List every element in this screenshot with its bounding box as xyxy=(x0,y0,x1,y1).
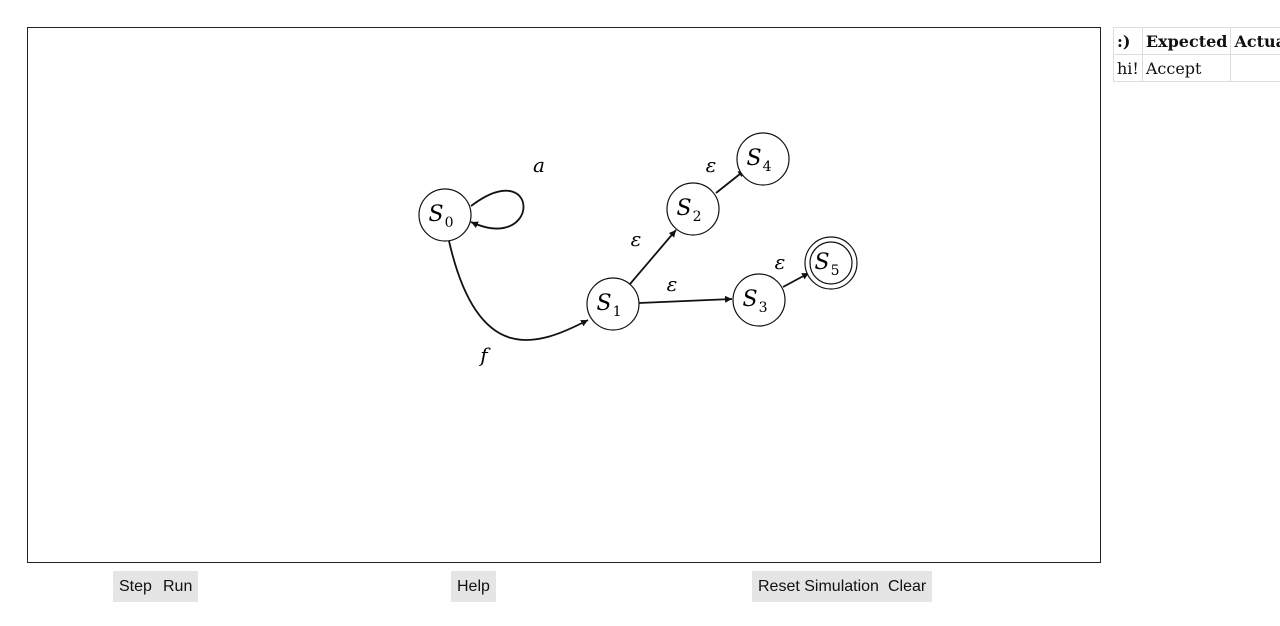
test-expected-cell[interactable]: Accept xyxy=(1141,54,1232,82)
test-cases-table: :) Expected Actual hi! Accept xyxy=(1113,27,1280,82)
state-label: S1 xyxy=(597,291,622,320)
edge-s1-s2[interactable]: ε xyxy=(629,227,677,285)
state-circle[interactable] xyxy=(736,132,790,186)
state-circle[interactable] xyxy=(586,277,640,331)
transition-label[interactable]: ε xyxy=(775,250,786,274)
state-s3[interactable]: S3 xyxy=(732,273,786,327)
state-s1[interactable]: S1 xyxy=(586,277,640,331)
status-header: :) xyxy=(1113,27,1143,55)
test-table-header: :) Expected Actual xyxy=(1113,27,1280,55)
edge-s0-s0[interactable]: a xyxy=(470,153,545,230)
transition-arrow[interactable] xyxy=(448,240,589,341)
edge-s3-s5[interactable]: ε xyxy=(775,250,810,288)
transition-label[interactable]: f xyxy=(478,343,491,367)
transition-arrow[interactable] xyxy=(715,169,746,194)
test-input-cell[interactable]: hi! xyxy=(1113,54,1143,82)
edge-s1-s3[interactable]: ε xyxy=(638,272,733,304)
clear-button[interactable]: Clear xyxy=(882,571,933,602)
edge-s0-s1[interactable]: f xyxy=(448,240,589,367)
help-button[interactable]: Help xyxy=(451,571,496,602)
state-s0[interactable]: S0 xyxy=(418,188,472,242)
state-circle[interactable] xyxy=(418,188,472,242)
state-s5[interactable]: S5 xyxy=(804,236,858,290)
state-circle[interactable] xyxy=(666,182,720,236)
transition-label[interactable]: ε xyxy=(706,153,717,177)
test-actual-cell xyxy=(1230,54,1280,82)
state-s4[interactable]: S4 xyxy=(736,132,790,186)
transition-arrow[interactable] xyxy=(638,295,733,304)
run-button[interactable]: Run xyxy=(157,571,199,602)
state-circle[interactable] xyxy=(732,273,786,327)
accept-ring xyxy=(809,241,853,285)
transition-label[interactable]: ε xyxy=(631,227,642,251)
state-s2[interactable]: S2 xyxy=(666,182,720,236)
transition-label[interactable]: ε xyxy=(667,272,678,296)
transition-arrow[interactable] xyxy=(470,189,525,230)
transition-arrow[interactable] xyxy=(629,229,677,285)
test-row[interactable]: hi! Accept xyxy=(1113,54,1280,82)
transition-label[interactable]: a xyxy=(533,153,545,177)
edge-s2-s4[interactable]: ε xyxy=(706,153,746,194)
reset-simulation-button[interactable]: Reset Simulation xyxy=(752,571,885,602)
actual-header: Actual xyxy=(1230,27,1280,55)
expected-header: Expected xyxy=(1141,27,1232,55)
transition-arrow[interactable] xyxy=(782,272,810,288)
step-button[interactable]: Step xyxy=(113,571,158,602)
